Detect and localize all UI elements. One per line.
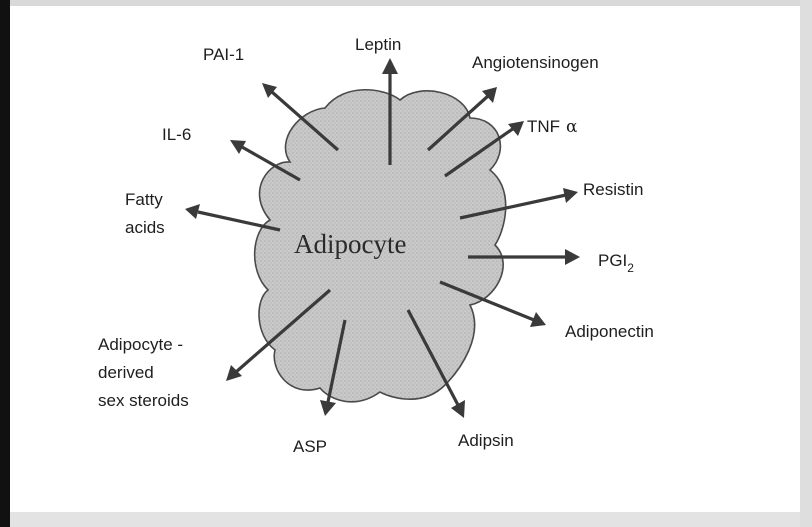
page-top-shadow (10, 0, 812, 6)
page-left-edge (0, 0, 10, 527)
label-tnf-symbol: α (566, 117, 578, 137)
label-sex-steroids-line2: derived (98, 363, 154, 382)
label-adiponectin: Adiponectin (565, 322, 654, 341)
label-fatty-acids-line2: acids (125, 218, 165, 237)
label-il6: IL-6 (162, 125, 191, 144)
label-fatty-acids-line1: Fatty (125, 190, 163, 209)
label-asp: ASP (293, 437, 327, 456)
label-sex-steroids-line3: sex steroids (98, 391, 189, 410)
label-pgi2: PGI2 (598, 251, 634, 275)
label-adipsin: Adipsin (458, 431, 514, 450)
label-leptin: Leptin (355, 35, 401, 54)
page-bottom-shadow (10, 512, 812, 527)
label-resistin: Resistin (583, 180, 643, 199)
label-pai1: PAI-1 (203, 45, 244, 64)
label-tnf: TNF α (527, 117, 578, 137)
center-label: Adipocyte (294, 229, 406, 259)
label-sex-steroids-line1: Adipocyte - (98, 335, 183, 354)
page-right-shadow (800, 0, 812, 527)
label-pgi: PGI (598, 251, 627, 270)
label-tnf-text: TNF (527, 117, 560, 136)
label-pgi-subscript: 2 (627, 261, 634, 275)
label-angiotensinogen: Angiotensinogen (472, 53, 599, 72)
